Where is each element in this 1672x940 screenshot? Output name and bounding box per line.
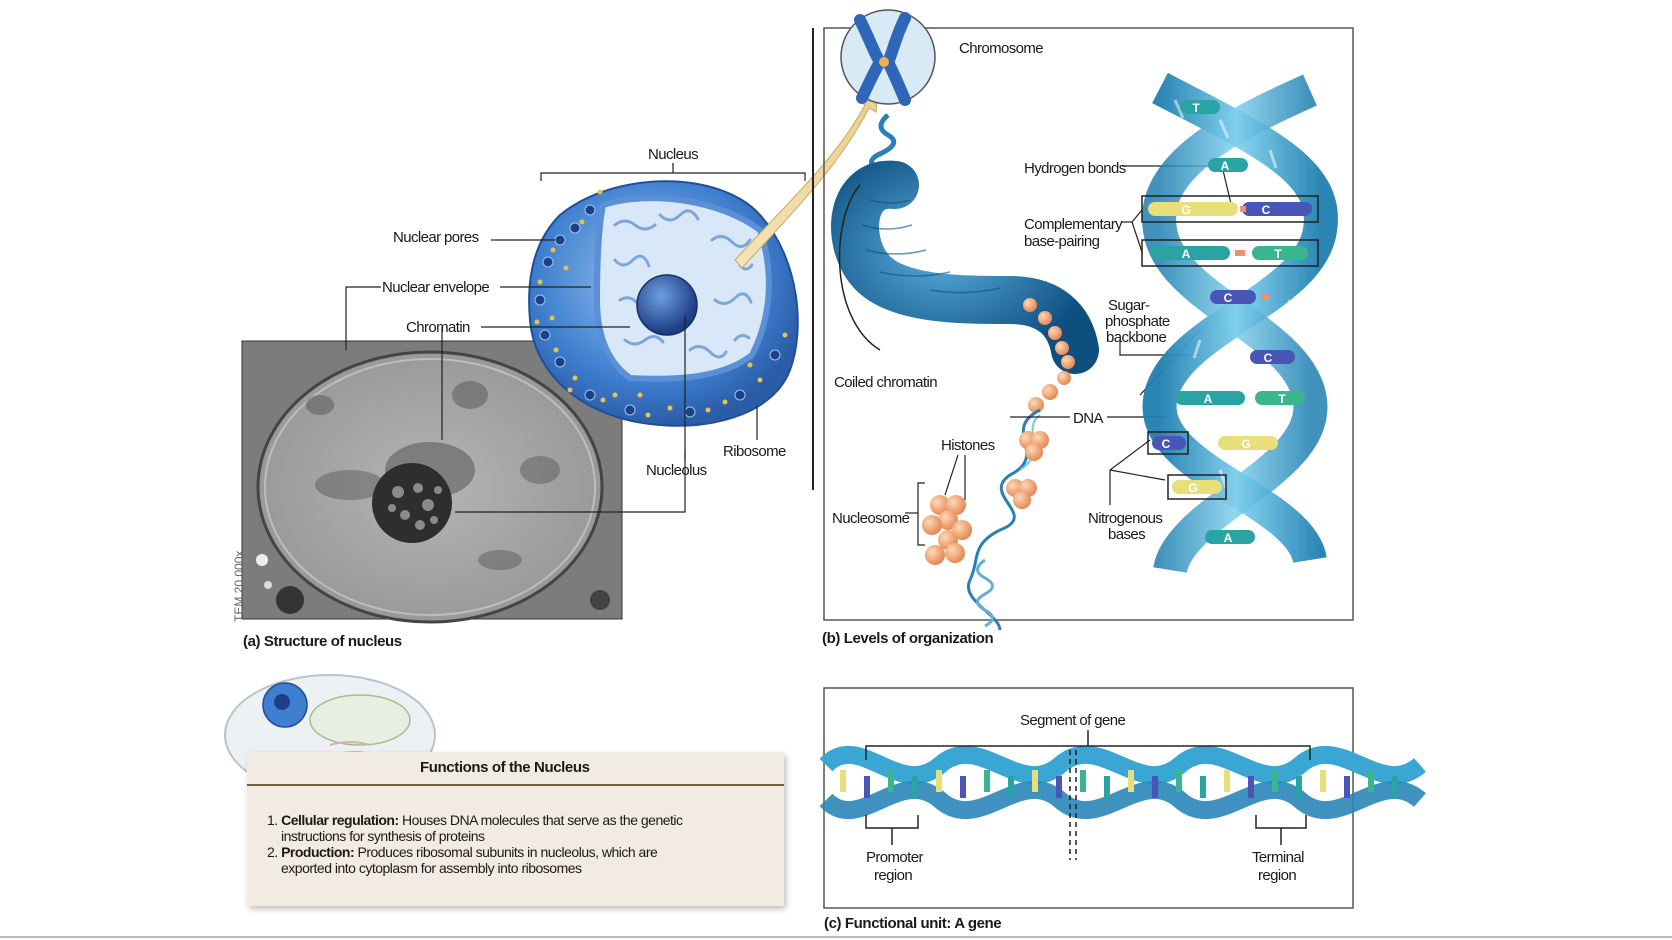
label-promoter-1: Promoter [866, 849, 923, 866]
functions-title: Functions of the Nucleus [420, 759, 590, 776]
tem-magnification-label: TEM 20,000x [232, 550, 246, 622]
tem-micrograph [241, 340, 623, 624]
gene-base-rung [960, 776, 966, 798]
gene-base-rung [1392, 776, 1398, 798]
base-box-g [1167, 474, 1227, 500]
label-hydrogen-bonds: Hydrogen bonds [1024, 160, 1126, 177]
functions-list: 1. Cellular regulation: Houses DNA molec… [267, 812, 777, 876]
base-pair-box-1 [1141, 195, 1319, 223]
base-letter: G [1241, 437, 1250, 451]
caption-panel-b: (b) Levels of organization [822, 630, 994, 647]
gene-base-rung [1344, 776, 1350, 798]
gene-base-rung [984, 770, 990, 792]
label-nucleosome: Nucleosome [832, 510, 910, 527]
coiled-chromatin-bracket [838, 184, 881, 351]
function-item-2: 2. Production: Produces ribosomal subuni… [267, 844, 658, 860]
panel-b-frame [823, 27, 1354, 621]
label-nitrogenous-2: bases [1108, 526, 1146, 543]
label-nucleolus: Nucleolus [646, 462, 707, 479]
gene-base-rung [888, 770, 894, 792]
label-complementary-1: Complementary [1024, 216, 1123, 233]
label-terminal-2: region [1258, 867, 1297, 884]
gene-base-rung [1080, 770, 1086, 792]
function-item-1-line2: instructions for synthesis of proteins [281, 828, 485, 844]
caption-panel-c: (c) Functional unit: A gene [824, 915, 1002, 932]
base-letter: C [1224, 291, 1233, 305]
base-letter: T [1278, 392, 1286, 406]
gene-base-rung [1056, 776, 1062, 798]
base-letter: T [1192, 101, 1200, 115]
function-item-2-line2: exported into cytoplasm for assembly int… [281, 860, 582, 876]
gene-base-rung [1272, 770, 1278, 792]
base-letter: G [1188, 481, 1197, 495]
gene-base-rung [1248, 776, 1254, 798]
panel-a-leaders [345, 163, 806, 513]
base-letter: A [1204, 392, 1213, 406]
label-nitrogenous-1: Nitrogenous [1088, 510, 1163, 527]
label-histones: Histones [941, 437, 995, 454]
gene-base-rung [1176, 770, 1182, 792]
label-nucleus: Nucleus [648, 146, 699, 163]
chromosome-graphic [840, 9, 936, 106]
base-letter: T [1274, 247, 1282, 261]
label-sugar-1: Sugar- [1108, 297, 1150, 314]
gene-base-rung [1128, 770, 1134, 792]
label-chromosome: Chromosome [959, 40, 1044, 57]
base-letter: A [1182, 247, 1191, 261]
gene-base-rung [840, 770, 846, 792]
label-coiled-chromatin: Coiled chromatin [834, 374, 938, 391]
chromosome-fiber [869, 113, 897, 176]
label-sugar-2: phosphate [1105, 313, 1170, 330]
gene-base-rung [864, 776, 870, 798]
gene-helix [819, 745, 1426, 820]
functions-divider [247, 784, 784, 786]
caption-panel-a: (a) Structure of nucleus [243, 633, 402, 650]
base-letter: C [1262, 203, 1271, 217]
base-letter: A [1224, 531, 1233, 545]
dna-double-helix [1142, 72, 1338, 575]
label-sugar-3: backbone [1106, 329, 1167, 346]
label-terminal-1: Terminal [1252, 849, 1304, 866]
label-complementary-2: base-pairing [1024, 233, 1100, 250]
gene-base-rung [1368, 770, 1374, 792]
label-promoter-2: region [874, 867, 913, 884]
gene-base-rung [1296, 776, 1302, 798]
panel-c-leaders [865, 730, 1311, 860]
label-chromatin: Chromatin [406, 319, 470, 336]
base-box-c [1147, 431, 1189, 455]
base-rods [1148, 100, 1312, 544]
gene-base-rung [1032, 770, 1038, 792]
gene-base-rung [936, 770, 942, 792]
base-letters: T A G C A T C C A T C G G A [1162, 101, 1287, 545]
gene-base-rung [1200, 776, 1206, 798]
gene-base-rung [1224, 770, 1230, 792]
base-letter: A [1221, 159, 1230, 173]
nucleus-illustration [528, 180, 799, 427]
base-letter: G [1181, 203, 1190, 217]
page-bottom-rule [0, 936, 1672, 938]
nucleosome-string [922, 408, 1049, 631]
functions-card: Functions of the Nucleus 1. Cellular reg… [247, 752, 784, 906]
label-dna: DNA [1073, 410, 1103, 427]
base-letter: C [1162, 437, 1171, 451]
base-pair-box-2 [1141, 239, 1319, 267]
gene-base-rung [1008, 776, 1014, 798]
base-letter: C [1264, 351, 1273, 365]
gene-base-rung [1320, 770, 1326, 792]
gene-base-rung [1104, 776, 1110, 798]
gene-base-rung [1152, 776, 1158, 798]
label-segment-of-gene: Segment of gene [1020, 712, 1126, 729]
coiled-chromatin-graphic [831, 160, 1099, 413]
function-item-1: 1. Cellular regulation: Houses DNA molec… [267, 812, 683, 828]
label-nuclear-envelope: Nuclear envelope [382, 279, 490, 296]
gene-base-rung [912, 776, 918, 798]
label-nuclear-pores: Nuclear pores [393, 229, 479, 246]
label-ribosome: Ribosome [723, 443, 786, 460]
